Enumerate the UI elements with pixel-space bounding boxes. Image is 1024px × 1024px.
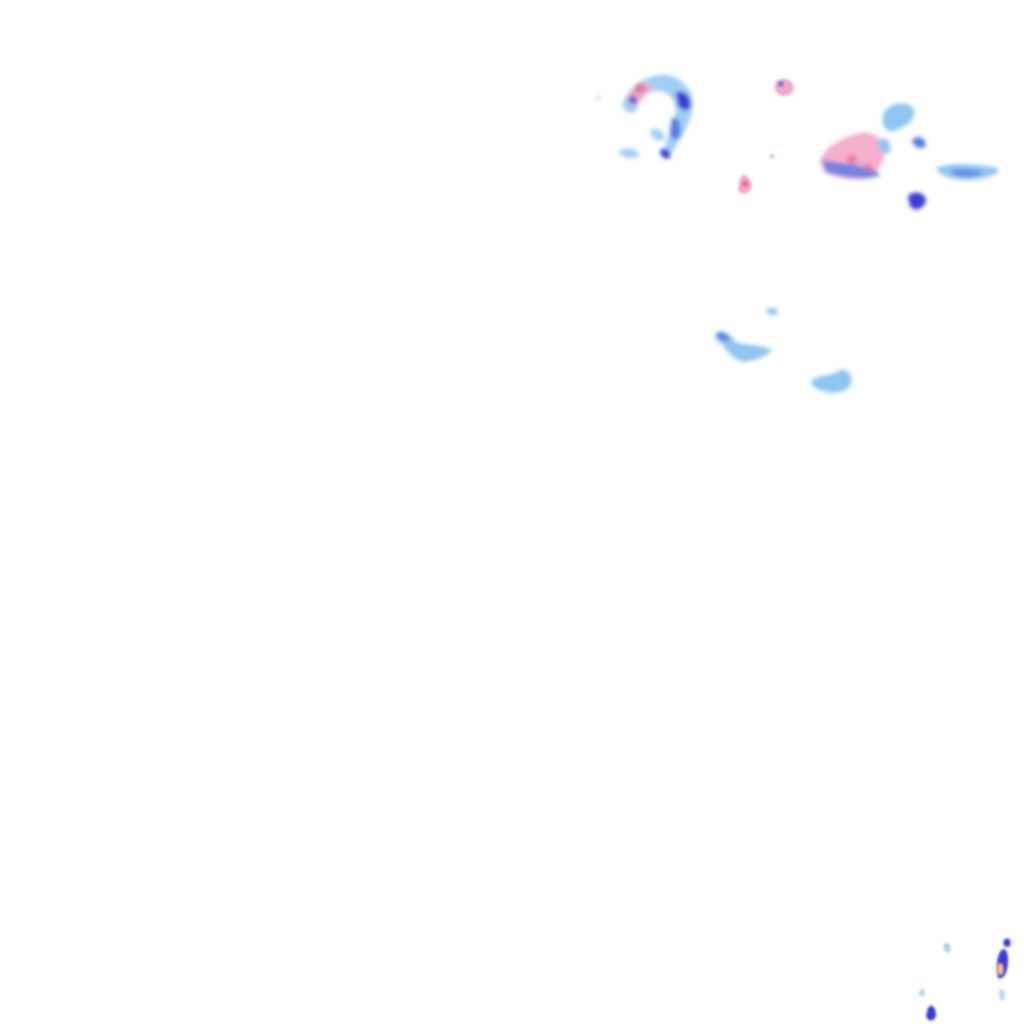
radar-echo-cluster [919, 938, 1011, 1021]
radar-echo-cluster [820, 103, 999, 210]
radar-echo-cluster [738, 78, 794, 194]
radar-echo-cluster [715, 307, 852, 393]
radar-echo-cluster [596, 74, 693, 159]
